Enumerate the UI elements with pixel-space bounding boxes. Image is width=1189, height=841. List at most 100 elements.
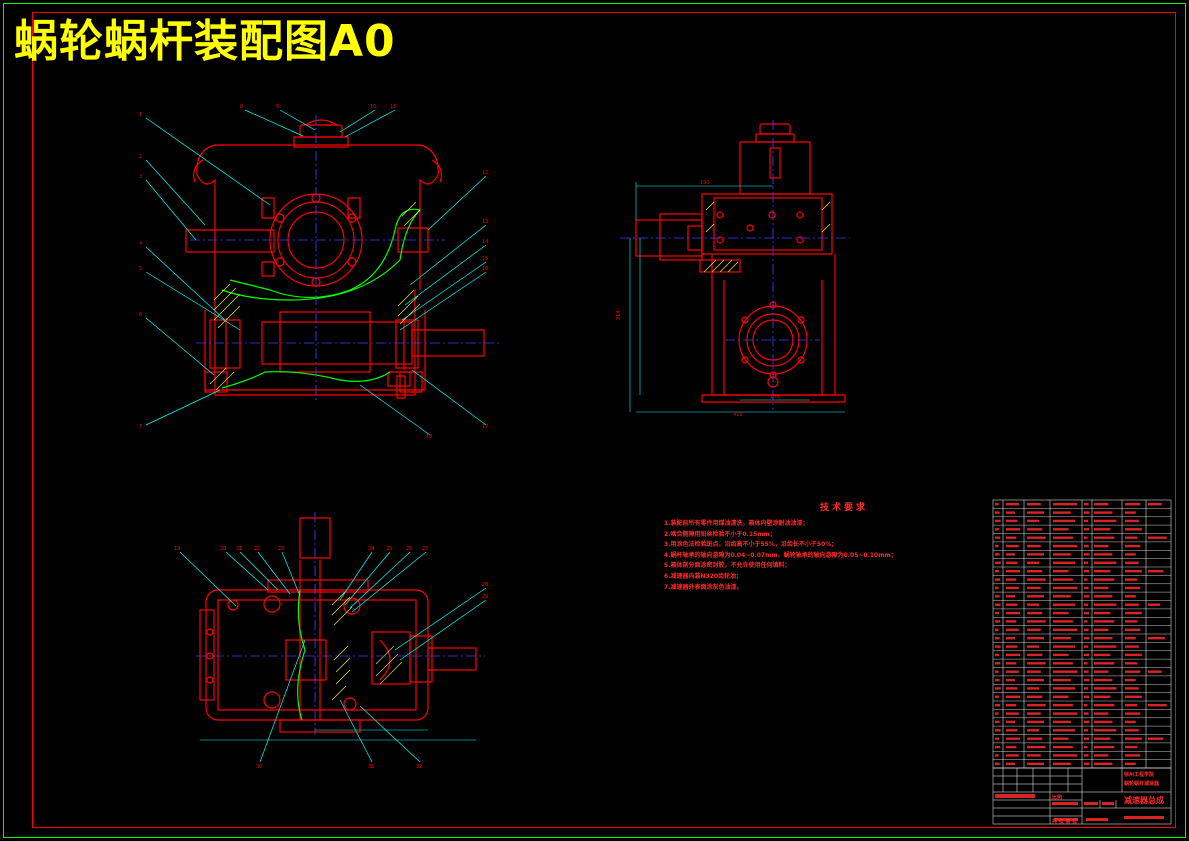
parts-cell-mark <box>1084 653 1090 657</box>
svg-text:11: 11 <box>390 104 396 110</box>
parts-cell-mark <box>1053 528 1069 531</box>
parts-cell-mark <box>1006 720 1015 724</box>
svg-text:31: 31 <box>368 764 374 770</box>
technical-requirement-item: 3.用涂色法检验斑点，沿齿高不小于55%，沿齿长不小于50%； <box>664 541 838 549</box>
svg-text:1: 1 <box>139 112 142 118</box>
parts-cell-mark <box>1094 745 1115 749</box>
parts-cell-mark <box>1084 695 1090 698</box>
parts-cell-mark <box>1094 720 1113 724</box>
parts-cell-mark <box>995 503 999 506</box>
parts-cell-mark <box>1027 695 1043 698</box>
parts-cell-mark <box>1006 745 1017 749</box>
inner-frame <box>32 12 1176 828</box>
parts-cell-mark <box>995 628 999 631</box>
parts-cell-mark <box>1027 603 1039 606</box>
parts-cell-mark <box>1094 544 1109 548</box>
parts-cell-mark <box>1053 662 1073 665</box>
technical-requirement-item: 6.减速器内装N320齿轮油； <box>664 572 743 580</box>
parts-cell-mark <box>1094 586 1109 590</box>
parts-cell-mark <box>1006 754 1019 757</box>
svg-text:22: 22 <box>254 546 260 552</box>
parts-cell-mark <box>995 653 1000 657</box>
parts-cell-mark <box>995 670 999 673</box>
parts-cell-mark <box>1053 603 1076 606</box>
title-block <box>992 767 1172 825</box>
parts-cell-mark <box>1125 687 1139 690</box>
top-view <box>199 517 477 733</box>
parts-cell-mark <box>1084 720 1090 724</box>
parts-cell-mark <box>995 695 1000 698</box>
parts-cell-mark <box>1125 528 1142 531</box>
parts-cell-mark <box>1125 578 1138 581</box>
parts-cell-mark <box>1027 503 1041 506</box>
parts-cell-mark <box>1053 586 1078 590</box>
parts-cell-mark <box>1006 578 1017 581</box>
parts-cell-mark <box>995 511 1000 514</box>
parts-cell-mark <box>1006 670 1019 673</box>
parts-cell-mark <box>1006 536 1017 539</box>
top-centerlines <box>196 512 485 735</box>
parts-cell-mark <box>995 637 1000 640</box>
parts-cell-mark <box>1006 653 1020 657</box>
parts-cell-mark <box>1148 536 1167 539</box>
parts-cell-mark <box>995 720 1000 724</box>
svg-text:12: 12 <box>482 170 488 176</box>
parts-cell-mark <box>1006 511 1015 514</box>
title-block-project: 蜗轮蜗杆减速器 <box>1124 781 1160 787</box>
parts-cell-mark <box>1084 544 1089 548</box>
parts-cell-mark <box>1006 553 1015 556</box>
parts-cell-mark <box>1094 628 1109 631</box>
parts-cell-mark <box>995 528 1000 531</box>
parts-cell-mark <box>1084 687 1089 690</box>
parts-cell-mark <box>1027 729 1039 732</box>
parts-cell-mark <box>995 678 1000 682</box>
parts-cell-mark <box>1053 536 1073 539</box>
parts-cell-mark <box>1084 611 1090 615</box>
parts-cell-mark <box>1125 603 1139 606</box>
parts-cell-mark <box>995 570 1000 573</box>
parts-cell-mark <box>1053 678 1071 682</box>
parts-cell-mark <box>1094 695 1111 698</box>
parts-cell-mark <box>1084 511 1090 514</box>
parts-cell-mark <box>1084 536 1088 539</box>
svg-text:7: 7 <box>139 424 142 430</box>
parts-cell-mark <box>1006 503 1019 506</box>
parts-cell-mark <box>1006 544 1019 548</box>
top-leaders <box>179 551 487 763</box>
parts-cell-mark <box>1125 678 1136 682</box>
svg-text:21: 21 <box>236 546 242 552</box>
parts-cell-mark <box>1027 578 1046 581</box>
parts-cell-mark <box>1094 578 1115 581</box>
top-section-curve <box>297 589 306 721</box>
parts-cell-mark <box>1027 754 1041 757</box>
parts-cell-mark <box>1053 712 1078 715</box>
parts-cell-mark <box>995 578 1001 581</box>
parts-cell-mark <box>995 745 1001 749</box>
svg-text:27: 27 <box>422 546 428 552</box>
top-hatch <box>331 590 403 701</box>
svg-text:214: 214 <box>616 310 622 320</box>
parts-cell-mark <box>1006 645 1018 648</box>
parts-cell-mark <box>1125 611 1142 615</box>
parts-cell-mark <box>1027 561 1039 564</box>
svg-text:156: 156 <box>770 394 780 400</box>
parts-cell-mark <box>1027 687 1039 690</box>
parts-cell-mark <box>1053 570 1069 573</box>
parts-cell-mark <box>1125 695 1142 698</box>
svg-text:5: 5 <box>139 266 142 272</box>
parts-cell-mark <box>1006 695 1020 698</box>
parts-cell-mark <box>1084 503 1089 506</box>
parts-cell-mark <box>1053 553 1071 556</box>
drawing-title: 蜗轮蜗杆装配图A0 <box>14 16 396 67</box>
parts-cell-mark <box>995 762 1000 765</box>
front-section-curve <box>221 208 422 301</box>
parts-cell-mark <box>995 603 1001 606</box>
parts-cell-mark <box>1084 645 1089 648</box>
parts-cell-mark <box>1053 754 1078 757</box>
parts-cell-mark <box>1053 595 1071 598</box>
parts-cell-mark <box>1027 645 1039 648</box>
parts-cell-mark <box>1027 586 1041 590</box>
svg-text:19: 19 <box>174 546 180 552</box>
title-block-scale-label: 比例 <box>1052 795 1063 801</box>
